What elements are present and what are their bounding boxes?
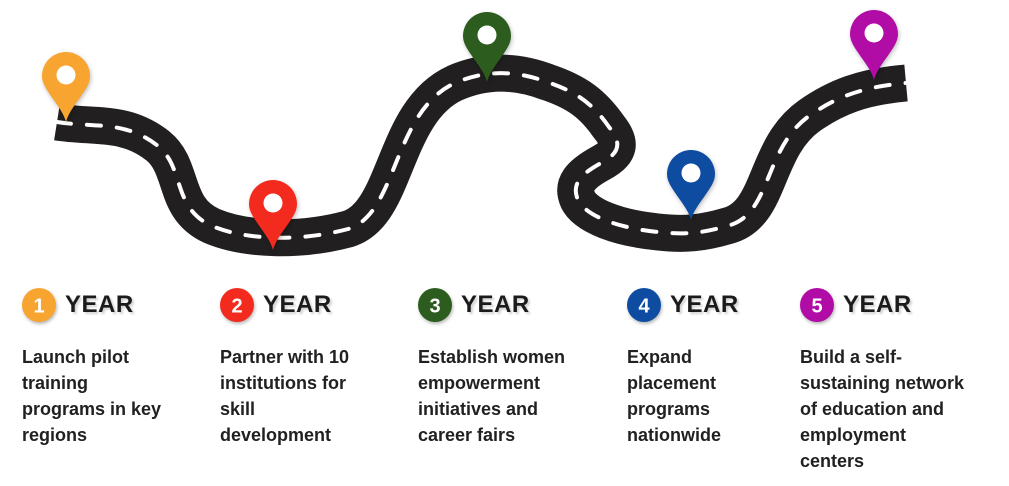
year-number-badge: 3 <box>418 288 452 322</box>
year-number-badge: 1 <box>22 288 56 322</box>
milestone-description: Establish women empowerment initiatives … <box>418 347 566 445</box>
milestone-header: 4 YEAR <box>627 288 755 322</box>
year-number: 5 <box>811 296 822 318</box>
year-number-badge: 4 <box>627 288 661 322</box>
year-number-badge: 5 <box>800 288 834 322</box>
year-number: 4 <box>638 296 650 318</box>
year-label: YEAR <box>461 291 530 318</box>
pin-hole <box>681 163 701 183</box>
year-label: YEAR <box>670 291 739 318</box>
pin-hole <box>56 65 76 85</box>
year-label: YEAR <box>263 291 332 318</box>
milestone-column-2: 2 YEAR Partner with 10 institutions for … <box>220 288 378 448</box>
milestone-header: 5 YEAR <box>800 288 1006 322</box>
milestone-description: Launch pilot training programs in key re… <box>22 347 162 445</box>
year-number: 1 <box>33 296 44 318</box>
map-pin-year-5 <box>850 10 898 80</box>
milestone-description: Build a self- sustaining network of educ… <box>800 347 965 471</box>
year-number-badge: 2 <box>220 288 254 322</box>
year-label: YEAR <box>843 291 912 318</box>
map-pin-year-1 <box>42 52 90 122</box>
milestone-header: 1 YEAR <box>22 288 194 322</box>
year-number: 3 <box>429 296 440 318</box>
year-label: YEAR <box>65 291 134 318</box>
map-pin-year-3 <box>463 12 511 82</box>
milestone-description: Expand placement programs nationwide <box>627 347 721 445</box>
map-pin-year-2 <box>249 180 297 250</box>
year-number: 2 <box>231 296 242 318</box>
map-pin-year-4 <box>667 150 715 220</box>
pin-hole <box>263 193 283 213</box>
milestone-column-4: 4 YEAR Expand placement programs nationw… <box>627 288 755 448</box>
road-asphalt <box>54 54 908 257</box>
pin-hole <box>864 23 884 43</box>
milestone-description: Partner with 10 institutions for skill d… <box>220 347 350 445</box>
milestone-column-3: 3 YEAR Establish women empowerment initi… <box>418 288 598 448</box>
milestone-header: 3 YEAR <box>418 288 598 322</box>
pin-hole <box>477 25 497 45</box>
milestone-column-1: 1 YEAR Launch pilot training programs in… <box>22 288 194 448</box>
milestone-column-5: 5 YEAR Build a self- sustaining network … <box>800 288 1006 474</box>
milestone-header: 2 YEAR <box>220 288 378 322</box>
